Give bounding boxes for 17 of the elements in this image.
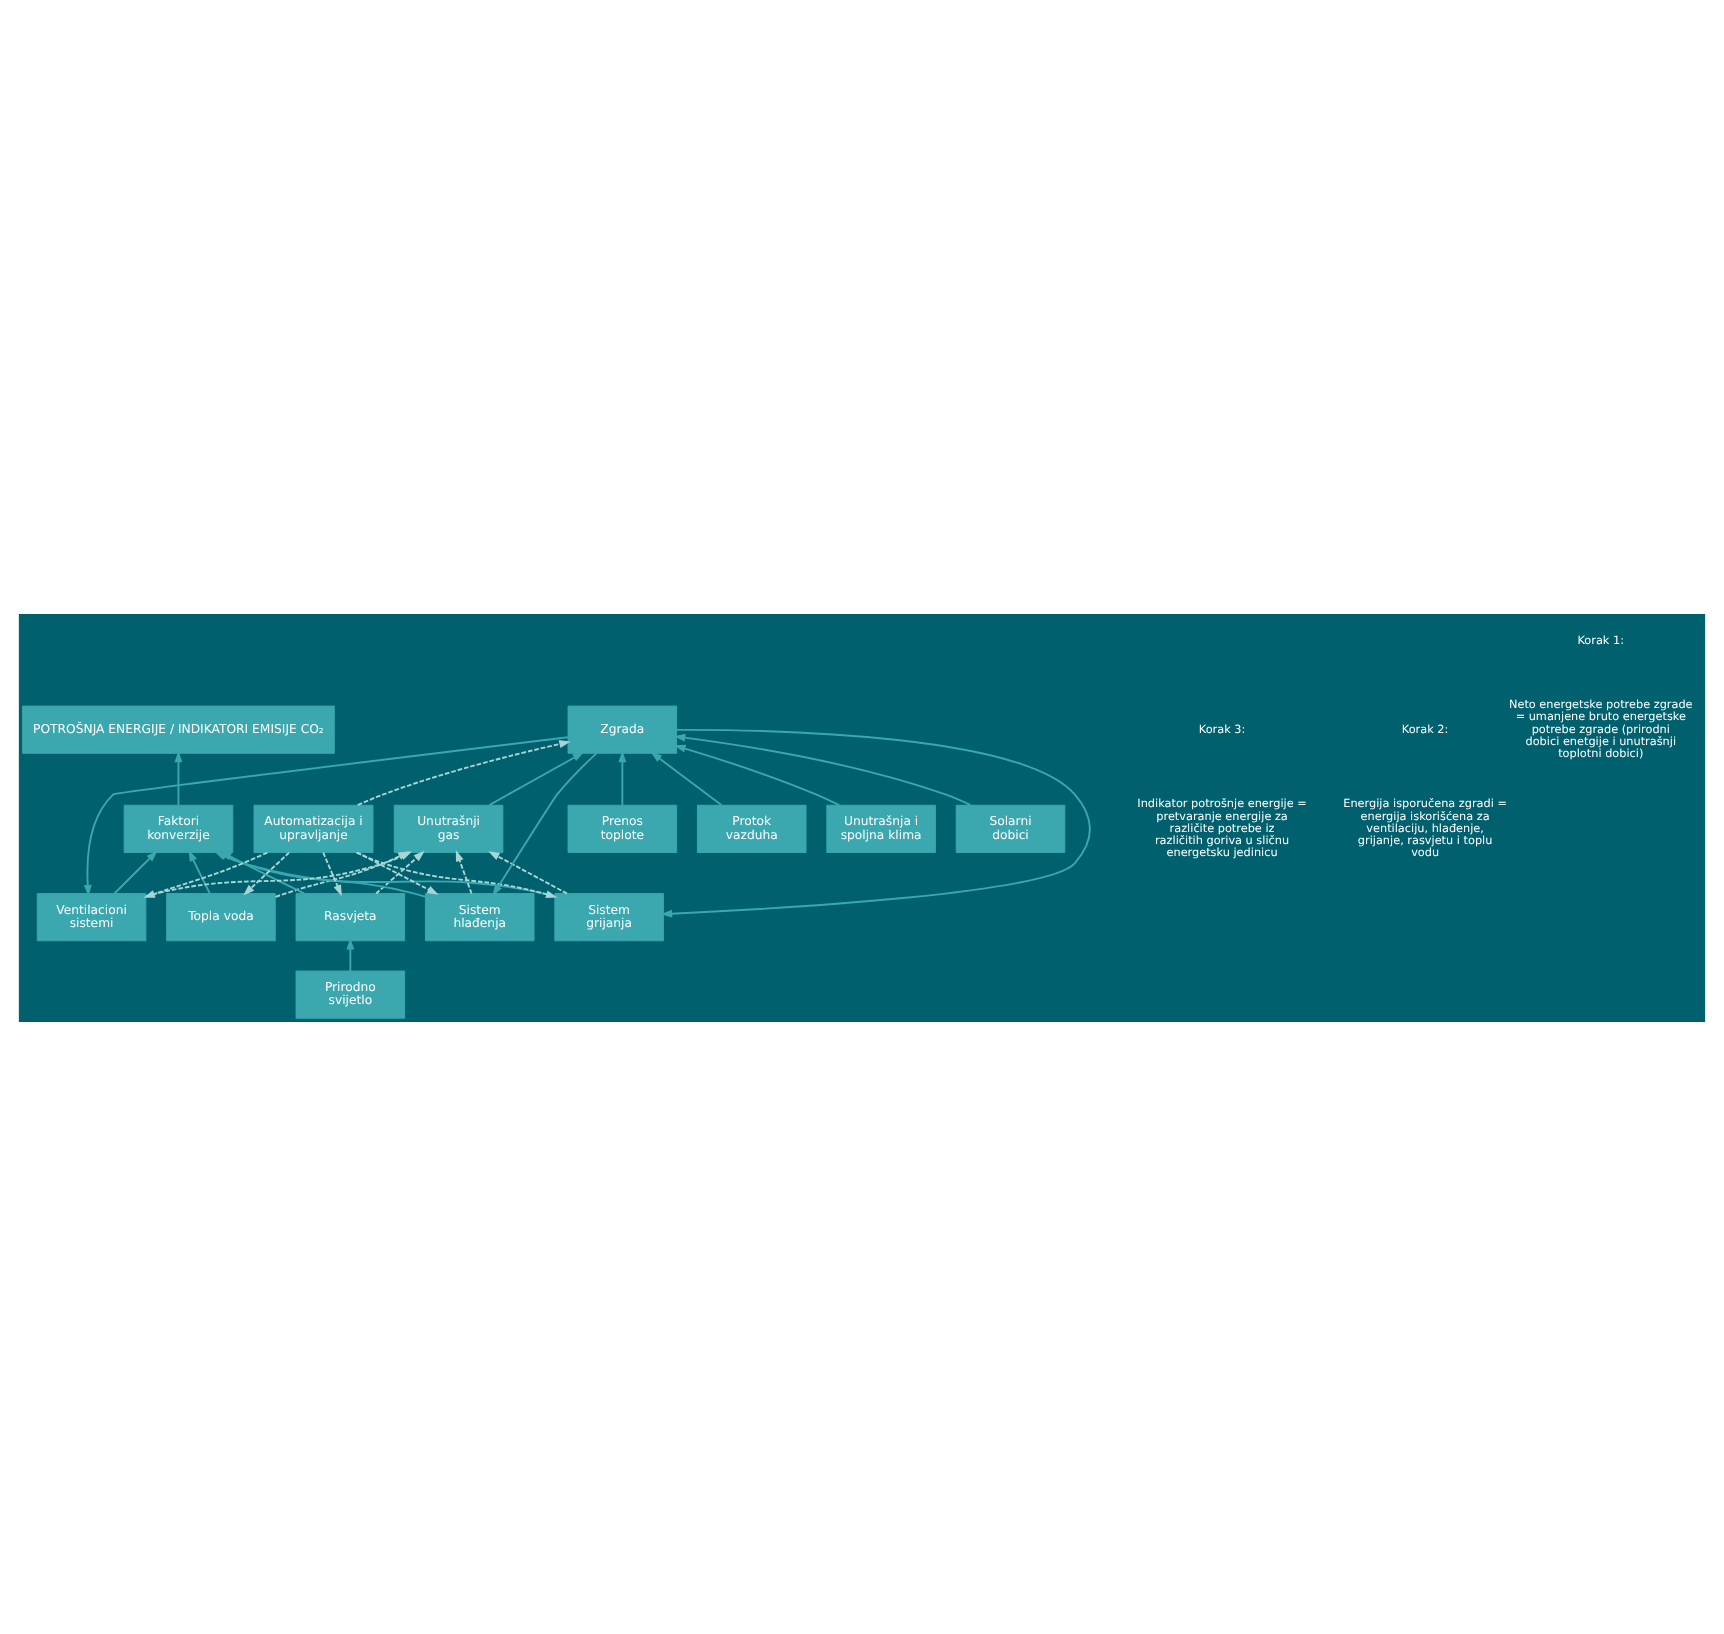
arrow <box>660 727 1091 917</box>
arrow <box>322 850 342 896</box>
arrow <box>243 850 290 895</box>
arrow <box>674 743 841 806</box>
arrow <box>356 739 571 806</box>
arrow <box>113 849 158 894</box>
arrow <box>188 849 211 894</box>
arrow <box>492 751 598 895</box>
arrow <box>83 735 569 896</box>
arrow <box>174 749 183 806</box>
arrow <box>488 850 568 894</box>
arrow <box>488 751 585 806</box>
arrow <box>455 848 473 894</box>
arrow <box>346 937 355 971</box>
arrow <box>650 750 723 806</box>
arrow <box>673 732 972 806</box>
arrow <box>618 749 627 806</box>
